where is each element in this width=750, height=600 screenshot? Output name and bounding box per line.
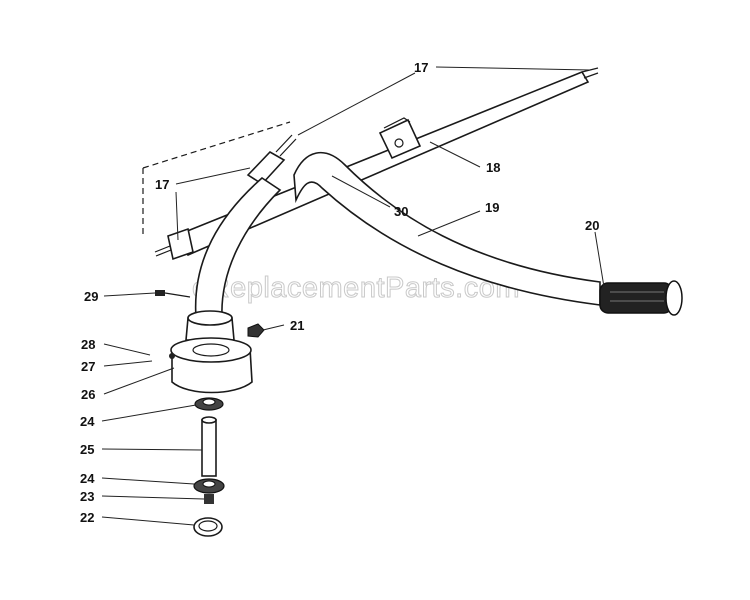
bolt-29: [155, 290, 191, 298]
callout-17-left: 17: [155, 177, 169, 192]
cable-coil: [246, 134, 297, 186]
bearing-upper: [194, 397, 224, 411]
hand-grip: [599, 280, 683, 316]
bearing-lower: [193, 478, 225, 494]
callout-24-upper: 24: [80, 414, 95, 429]
bar-clamp: [378, 117, 422, 160]
callout-28: 28: [81, 337, 95, 352]
callout-24-lower: 24: [80, 471, 95, 486]
callout-18: 18: [486, 160, 500, 175]
callout-20: 20: [585, 218, 599, 233]
nut-21: [247, 323, 265, 338]
callout-21: 21: [290, 318, 304, 333]
bearing-housing: [169, 337, 253, 394]
callout-29: 29: [84, 289, 98, 304]
cable-bracket: [142, 121, 291, 235]
shaft-25: [201, 416, 217, 477]
callout-25: 25: [80, 442, 94, 457]
callout-26: 26: [81, 387, 95, 402]
callout-22: 22: [80, 510, 94, 525]
retaining-ring-22: [193, 517, 223, 537]
column-collar: [185, 310, 235, 341]
callout-labels: 17 17 18 30 19 20 29 21 28 27 26 24 25 2…: [80, 60, 599, 525]
watermark-text: eReplacementParts.com: [192, 272, 520, 304]
callout-27: 27: [81, 359, 95, 374]
callout-30: 30: [394, 204, 408, 219]
leader-lines: [101, 66, 605, 526]
spacer-23: [204, 494, 214, 504]
callout-17-top: 17: [414, 60, 428, 75]
upper-handle-bar: [154, 67, 599, 261]
callout-19: 19: [485, 200, 499, 215]
callout-23: 23: [80, 489, 94, 504]
